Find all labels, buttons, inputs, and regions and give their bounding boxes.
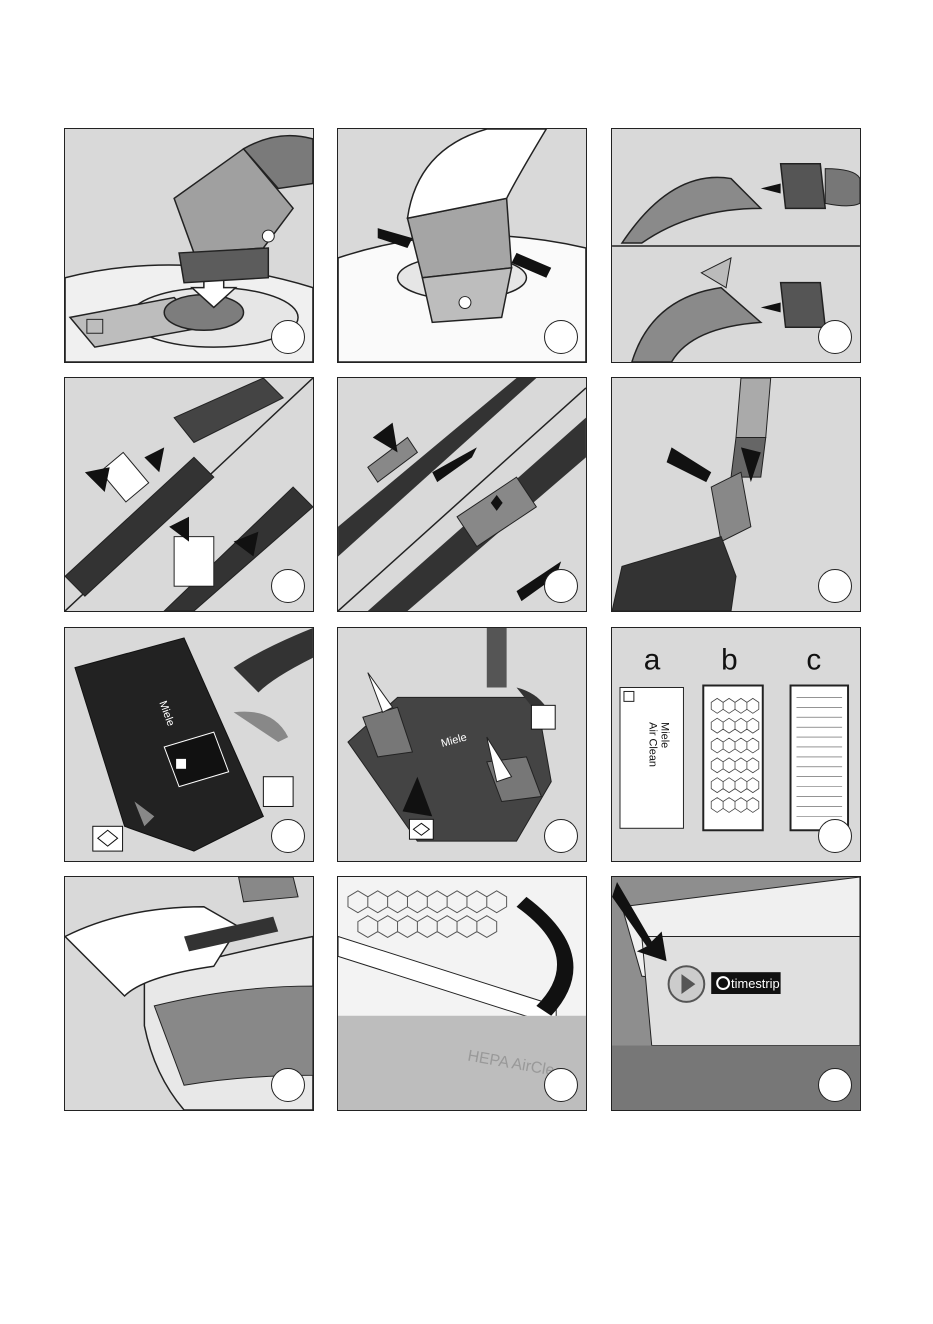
step-number-badge [544, 569, 578, 603]
panel-2-press-release [337, 128, 587, 363]
panel-8-floorhead-switch: Miele [337, 627, 587, 862]
filter-label-b: b [721, 644, 738, 677]
step-number-badge [818, 569, 852, 603]
step-number-badge [818, 320, 852, 354]
panel-4-connect-tubes [64, 377, 314, 612]
panel-11-remove-filter: HEPA AirClean [337, 876, 587, 1111]
step-number-badge [271, 320, 305, 354]
step-number-badge [544, 819, 578, 853]
panel-10-open-lid [64, 876, 314, 1111]
panel-1-connect-hose [64, 128, 314, 363]
panel-3-attach-handle [611, 128, 861, 363]
step-number-badge [271, 819, 305, 853]
filter-text-air-clean: Air Clean [647, 722, 659, 767]
panel-12-timestrip: timestrip [611, 876, 861, 1111]
panel-9-filters: a b c Miele Air Clean [611, 627, 861, 862]
step-number-badge [544, 320, 578, 354]
filter-text-brand: Miele [659, 722, 671, 748]
panel-7-floorhead-setting: Miele [64, 627, 314, 862]
filter-label-a: a [644, 644, 661, 677]
panel-5-telescopic-tube [337, 377, 587, 612]
panel-6-floorhead-release [611, 377, 861, 612]
step-number-badge [818, 1068, 852, 1102]
step-number-badge [271, 1068, 305, 1102]
timestrip-label: timestrip [731, 976, 780, 991]
step-number-badge [271, 569, 305, 603]
step-number-badge [818, 819, 852, 853]
step-number-badge [544, 1068, 578, 1102]
filter-label-c: c [806, 644, 821, 677]
